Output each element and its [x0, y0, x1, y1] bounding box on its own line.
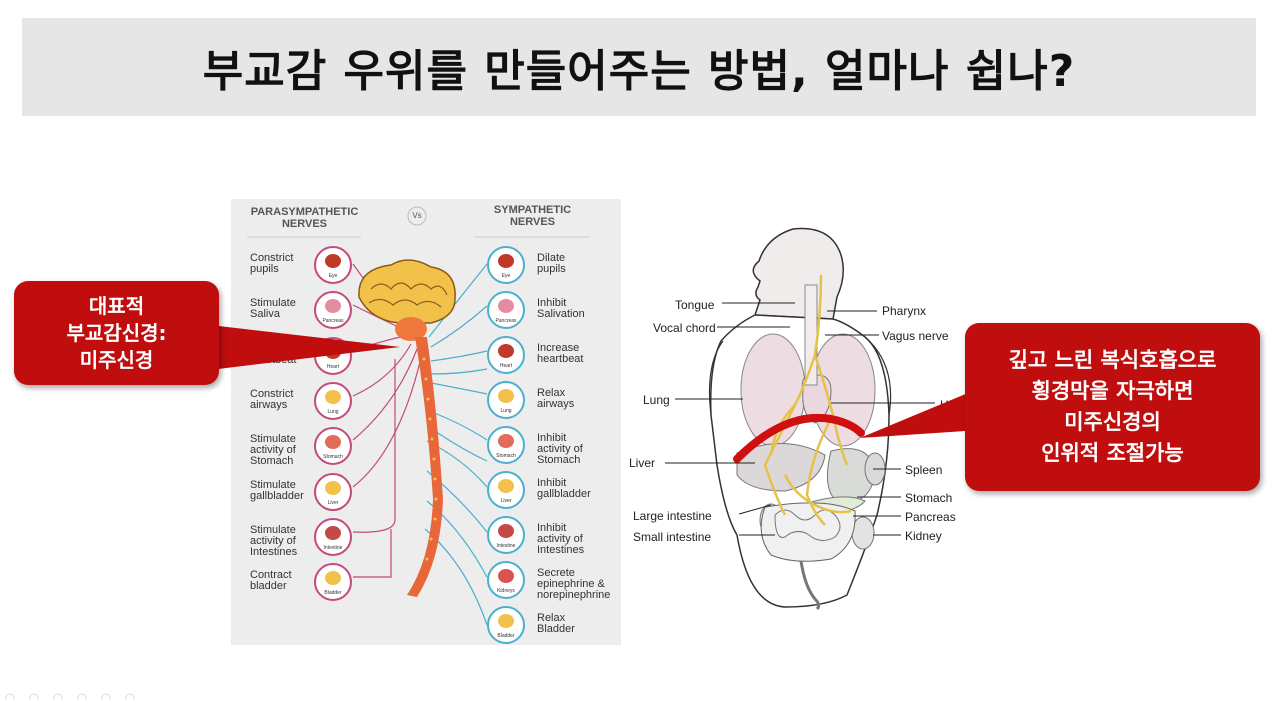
- para-item-text: Stimulate Saliva: [250, 297, 296, 321]
- lung-icon: Lung: [487, 381, 525, 419]
- parasympathetic-header: PARASYMPATHETIC NERVES: [250, 206, 359, 230]
- anatomy-label: Liver: [629, 456, 656, 470]
- pancreas-icon: Pancreas: [314, 291, 352, 330]
- vs-label: Vs: [412, 211, 422, 220]
- pancreas-icon: Pancreas: [487, 291, 525, 329]
- slide-nav-dots: [5, 693, 135, 700]
- bladder-icon: Bladder: [487, 606, 525, 644]
- liver-icon: Liver: [314, 472, 352, 511]
- symp-item-text: Dilate pupils: [537, 252, 566, 275]
- stomach-icon: Stomach: [487, 426, 525, 464]
- eye-icon: Eye: [314, 246, 352, 284]
- brain-icon: [358, 259, 456, 341]
- anatomy-label: Small intestine: [633, 530, 712, 544]
- symp-item-text: Relax airways: [537, 387, 575, 410]
- symp-item-text: Secrete epinephrine & norepinephrine: [537, 567, 611, 601]
- para-item-text: Stimulate gallbladder: [250, 478, 304, 502]
- stomach-icon: Stomach: [314, 427, 352, 466]
- intestine-icon: Intestine: [487, 516, 525, 554]
- eye-icon: Eye: [487, 246, 525, 284]
- organ-label: Lung: [327, 408, 339, 415]
- spinal-cord: [407, 337, 443, 597]
- organ-label: Pancreas: [495, 318, 517, 324]
- anatomy-label: Stomach: [905, 491, 953, 505]
- anatomy-label: Pharynx: [882, 304, 927, 318]
- diaphragm-highlight: [733, 413, 865, 463]
- heart-icon: Heart: [487, 336, 525, 374]
- organ-label: Intestine: [323, 544, 343, 551]
- anatomy-label: Vagus nerve: [882, 329, 949, 343]
- organ-label: Bladder: [497, 633, 515, 639]
- organ-label: Liver: [327, 499, 339, 506]
- organ-label: Pancreas: [322, 318, 344, 325]
- organ-label: Lung: [500, 408, 512, 414]
- nerve-lines: [247, 206, 589, 626]
- anatomy-label: Large intestine: [633, 509, 712, 523]
- callout-right-text: 깊고 느린 복식호흡으로 횡경막을 자극하면 미주신경의 인위적 조절가능: [1008, 348, 1217, 465]
- symp-item-text: Increase heartbeat: [537, 342, 584, 365]
- anatomy-label: Tongue: [675, 298, 715, 312]
- anatomy-label: Lung: [643, 393, 670, 407]
- nervous-system-infographic: PARASYMPATHETIC NERVES Vs SYMPATHETIC NE…: [231, 199, 621, 645]
- sympathetic-header: SYMPATHETIC NERVES: [493, 204, 572, 228]
- liver-icon: Liver: [487, 471, 525, 509]
- kidneys-icon: Kidneys: [487, 561, 525, 599]
- para-item-text: Constrict pupils: [250, 252, 294, 275]
- organ-label: Liver: [500, 498, 512, 504]
- organ-label: Heart: [326, 363, 340, 370]
- organ-label: Intestine: [496, 543, 516, 549]
- symp-item-text: Inhibit activity of Stomach: [537, 432, 583, 466]
- organ-label: Eye: [501, 273, 511, 279]
- organ-label: Heart: [499, 363, 513, 369]
- callout-left-text: 대표적 부교감신경: 미주신경: [66, 293, 167, 372]
- organ-label: Eye: [328, 273, 338, 279]
- lung-icon: Lung: [314, 381, 352, 420]
- title-bar: 부교감 우위를 만들어주는 방법, 얼마나 쉽나?: [22, 18, 1256, 116]
- symp-item-text: Inhibit Salivation: [537, 297, 585, 320]
- symp-item-text: Inhibit gallbladder: [537, 477, 591, 500]
- para-item-text: Constrict airways: [250, 387, 294, 411]
- callout-right: 깊고 느린 복식호흡으로 횡경막을 자극하면 미주신경의 인위적 조절가능: [965, 323, 1260, 491]
- anatomy-label: Pancreas: [905, 510, 956, 524]
- symp-item-text: Inhibit activity of Intestines: [537, 522, 585, 556]
- para-item-text: Stimulate activity of Stomach: [250, 433, 296, 468]
- slide-title: 부교감 우위를 만들어주는 방법, 얼마나 쉽나?: [202, 46, 1076, 97]
- anatomy-label: Kidney: [905, 529, 942, 543]
- organ-label: Stomach: [323, 454, 343, 461]
- anatomy-figure: [665, 227, 935, 611]
- anatomy-label: Spleen: [905, 463, 943, 477]
- intestine-icon: Intestine: [314, 517, 352, 556]
- bladder-icon: Bladder: [314, 563, 352, 602]
- anatomy-label: Vocal chord: [653, 321, 716, 335]
- organ-label: Bladder: [324, 590, 342, 597]
- callout-left: 대표적 부교감신경: 미주신경: [14, 281, 219, 385]
- organ-label: Stomach: [496, 453, 516, 459]
- symp-item-text: Relax Bladder: [537, 612, 575, 635]
- para-item-text: Contract bladder: [250, 569, 292, 593]
- para-item-text: Stimulate activity of Intestines: [250, 523, 298, 558]
- organ-label: Kidneys: [497, 588, 515, 594]
